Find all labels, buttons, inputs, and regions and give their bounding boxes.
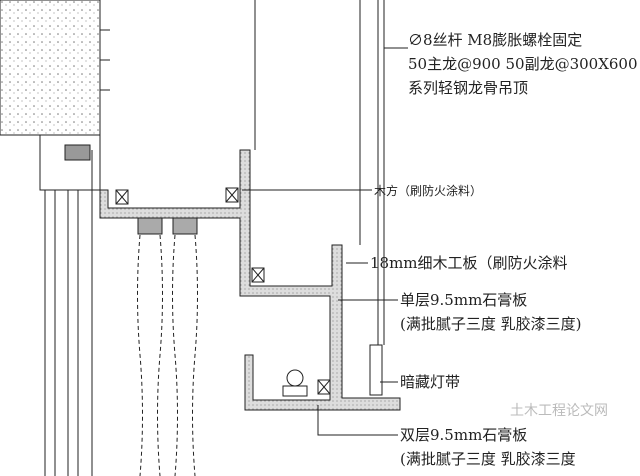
double-gypsum-finish: (满批腻子三度 乳胶漆三度 [400, 450, 576, 468]
light-strip-label: 暗藏灯带 [400, 373, 461, 391]
ceiling-board [99, 149, 401, 411]
concrete-wall [0, 0, 101, 136]
hanger-spec-line2: 50主龙@900 50副龙@300X600 [408, 55, 638, 73]
plywood-label: 18mm细木工板（刷防火涂料 [370, 254, 568, 272]
watermark: 土木工程论文网 [510, 403, 608, 419]
curtain [137, 234, 198, 476]
double-gypsum-label: 双层9.5mm石膏板 [400, 426, 528, 444]
single-gypsum-label: 单层9.5mm石膏板 [400, 291, 528, 309]
single-gypsum-finish: (满批腻子三度 乳胶漆三度) [400, 315, 582, 333]
window-frame [39, 134, 101, 476]
hanger-spec-line3: 系列轻钢龙骨吊顶 [408, 79, 529, 97]
hanger-spec-line1: ∅8丝杆 M8膨胀螺栓固定 [408, 31, 583, 49]
light-strip-fixture [282, 344, 383, 397]
wood-batten-label: 木方（刷防火涂料） [374, 184, 483, 198]
